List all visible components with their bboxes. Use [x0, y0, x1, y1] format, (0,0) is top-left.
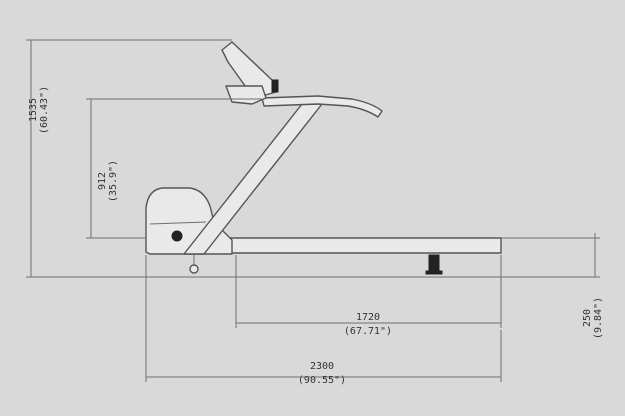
upright-column — [183, 103, 323, 255]
dim-deck-length: 1720 (67.71") — [235, 255, 502, 337]
dim-deck-length-inch: (67.71") — [344, 326, 392, 337]
treadmill — [145, 41, 502, 275]
dim-total-height: 1535 (60.43") — [26, 39, 232, 278]
dim-total-height-inch: (60.43") — [39, 86, 50, 134]
rear-foot — [428, 254, 440, 274]
handrail — [261, 95, 383, 118]
dim-deck-length-mm: 1720 — [356, 312, 380, 323]
front-foot — [189, 264, 199, 274]
console-knob — [271, 79, 279, 93]
dim-handrail-height-mm: 912 — [97, 172, 108, 190]
dim-deck-height: 250 (9.84") — [501, 233, 604, 339]
console — [221, 41, 277, 97]
motor-hood-panel — [149, 221, 207, 225]
dim-overall-length-mm: 2300 — [310, 361, 334, 372]
front-wheel — [171, 230, 183, 242]
dim-total-height-mm: 1535 — [28, 98, 39, 122]
rear-foot-base — [425, 270, 443, 275]
dim-deck-height-inch: (9.84") — [593, 297, 604, 339]
dim-overall-length-inch: (90.55") — [298, 375, 346, 386]
dim-handrail-height: 912 (35.9") — [86, 98, 262, 239]
dim-deck-height-mm: 250 — [582, 309, 593, 327]
console-base — [225, 85, 267, 105]
dim-handrail-height-inch: (35.9") — [108, 160, 119, 202]
dim-overall-length: 2300 (90.55") — [145, 255, 502, 386]
